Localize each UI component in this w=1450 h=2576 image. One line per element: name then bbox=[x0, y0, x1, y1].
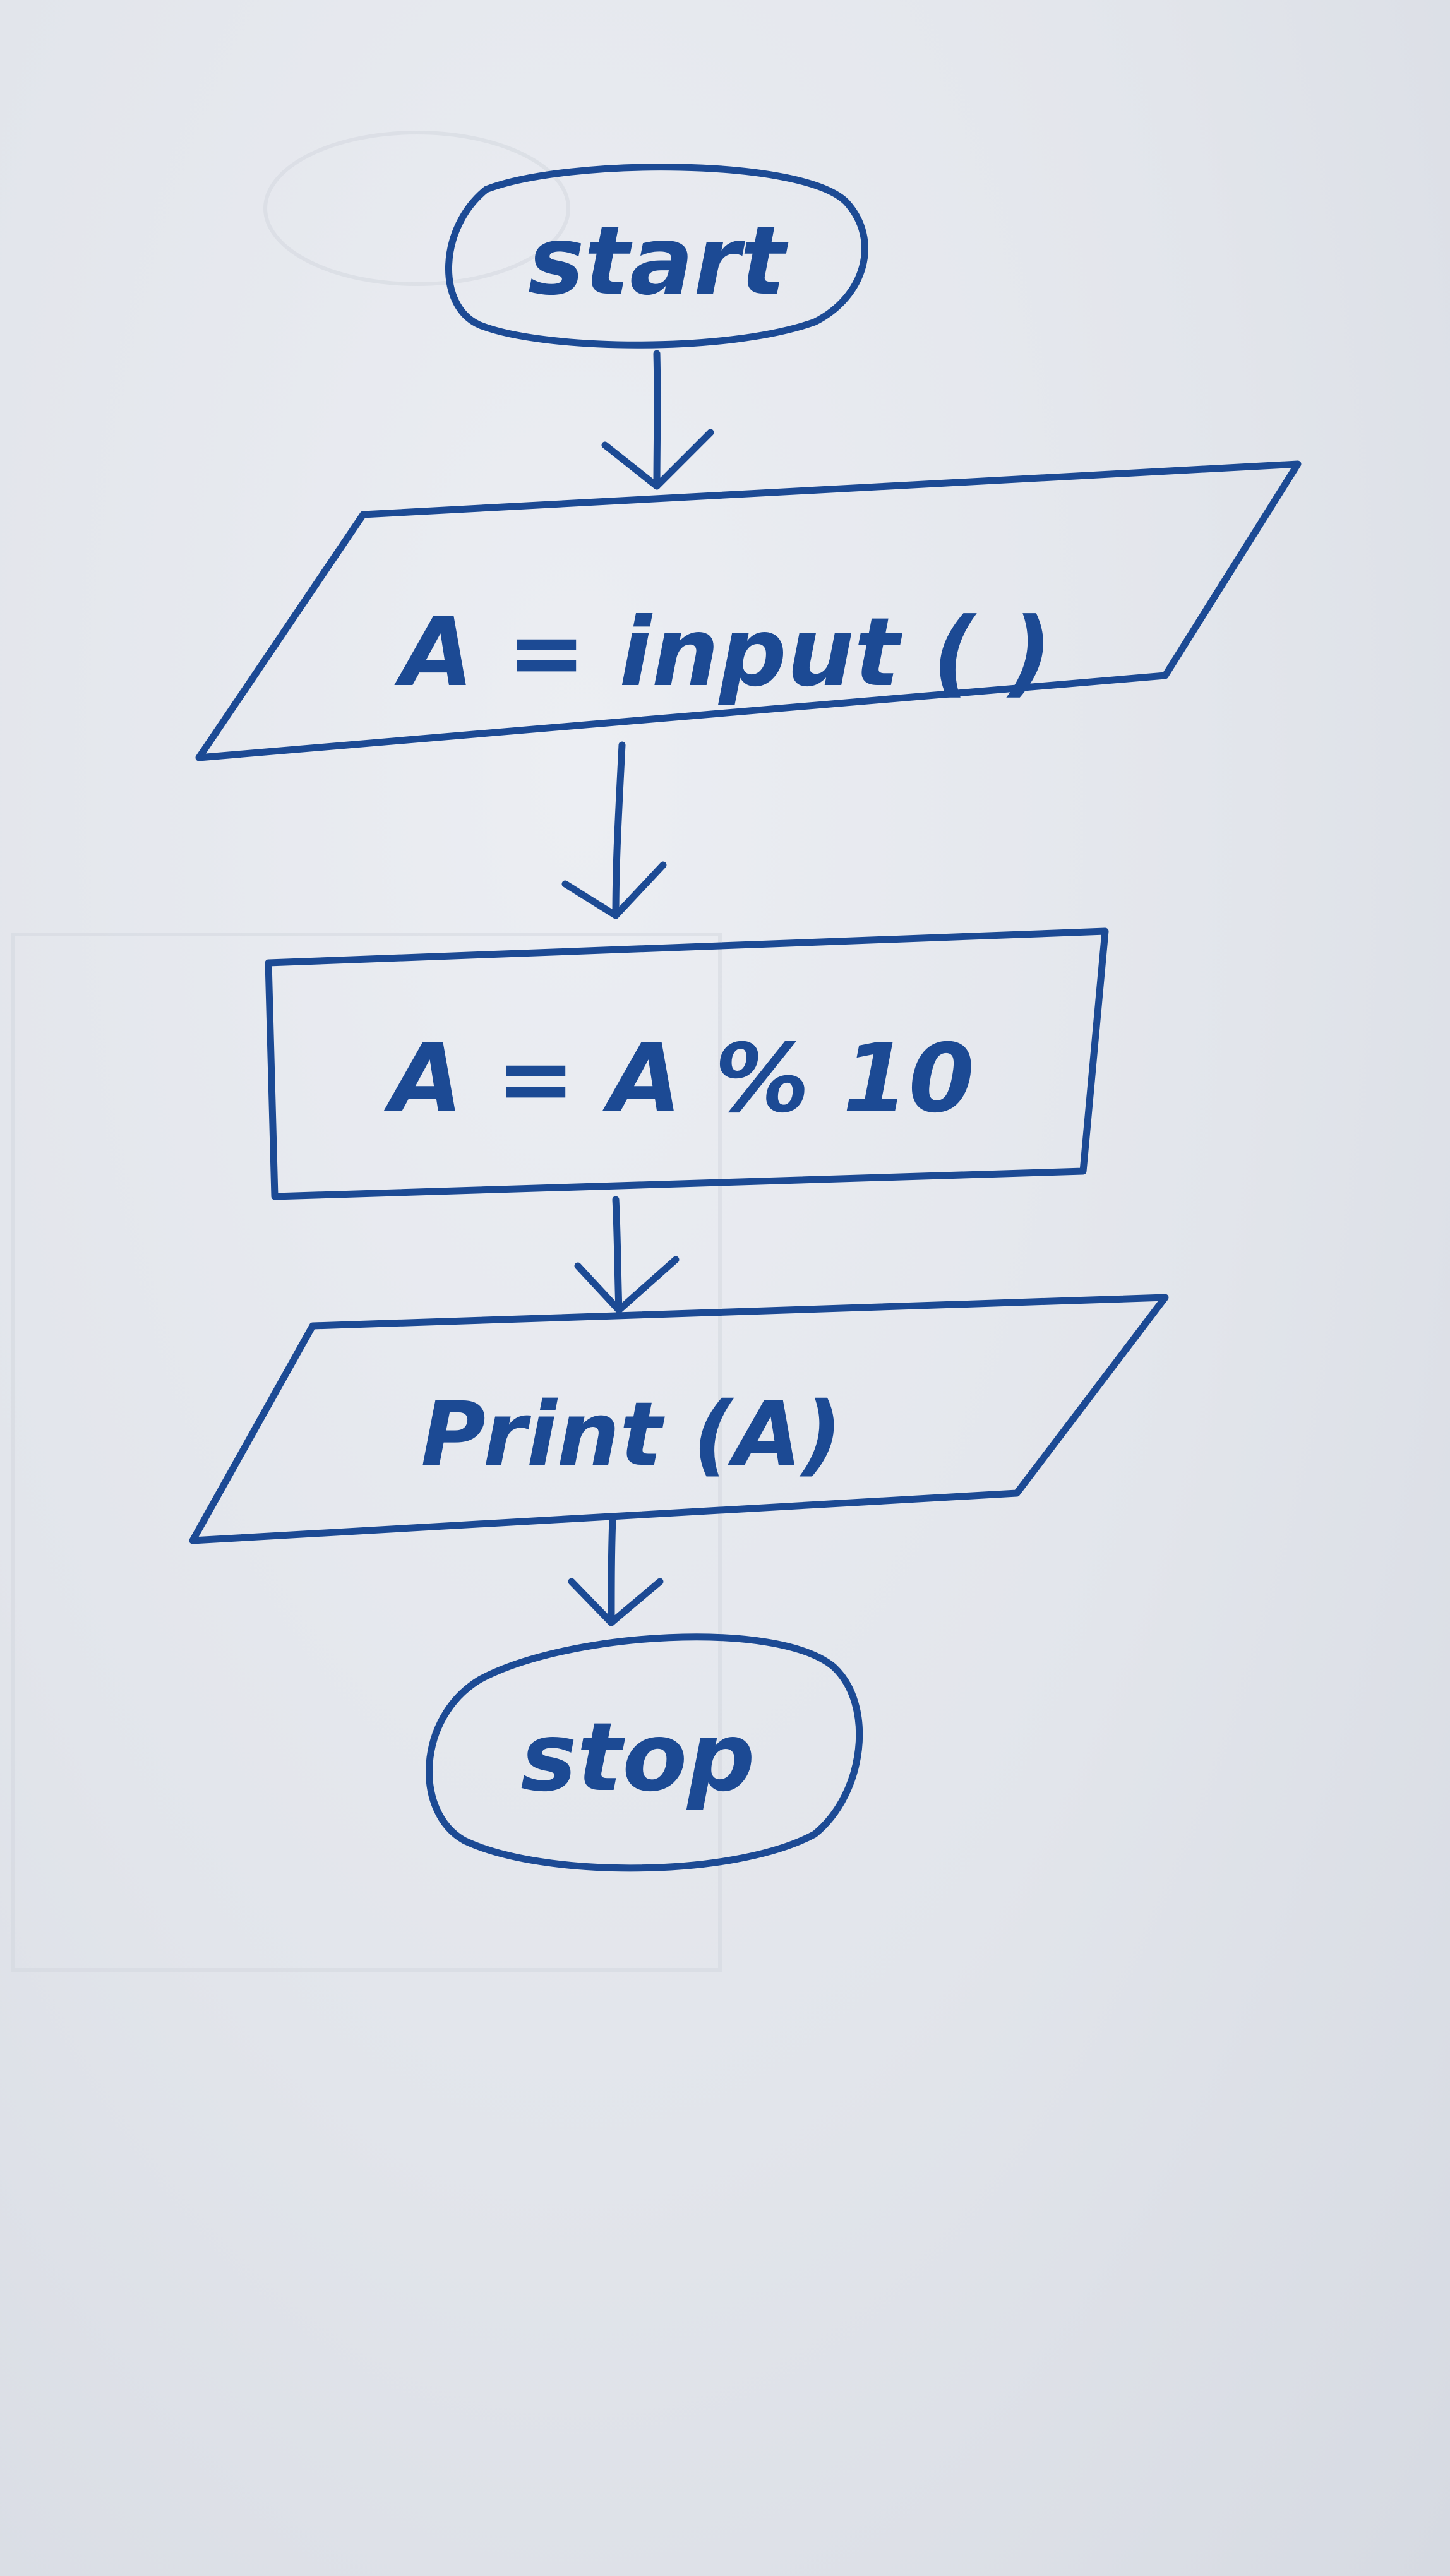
arrowhead bbox=[561, 861, 667, 919]
paper-show-through bbox=[11, 131, 722, 1972]
start-label: start bbox=[528, 206, 789, 316]
edge-input-to-process bbox=[561, 741, 667, 919]
output-parallelogram-shape bbox=[189, 1294, 1169, 1544]
arrowhead bbox=[574, 1256, 680, 1314]
stop-terminal-shape bbox=[426, 1633, 863, 1872]
stop-label: stop bbox=[520, 1703, 755, 1813]
node-start: start bbox=[445, 164, 868, 349]
process-rectangle-shape bbox=[265, 927, 1109, 1200]
arrowhead bbox=[601, 429, 714, 490]
arrowhead bbox=[568, 1578, 664, 1626]
node-stop: stop bbox=[426, 1633, 863, 1872]
edge-process-to-output bbox=[574, 1196, 680, 1314]
input-label: A = input ( ) bbox=[394, 598, 1052, 708]
output-label: Print (A) bbox=[421, 1383, 842, 1486]
edge-start-to-input bbox=[601, 350, 714, 490]
input-parallelogram-shape bbox=[195, 460, 1302, 761]
edge-output-to-stop bbox=[568, 1515, 664, 1626]
process-label: A = A % 10 bbox=[383, 1024, 974, 1134]
node-input: A = input ( ) bbox=[195, 460, 1302, 761]
node-output: Print (A) bbox=[189, 1294, 1169, 1544]
start-terminal-shape bbox=[445, 164, 868, 349]
node-process: A = A % 10 bbox=[265, 927, 1109, 1200]
